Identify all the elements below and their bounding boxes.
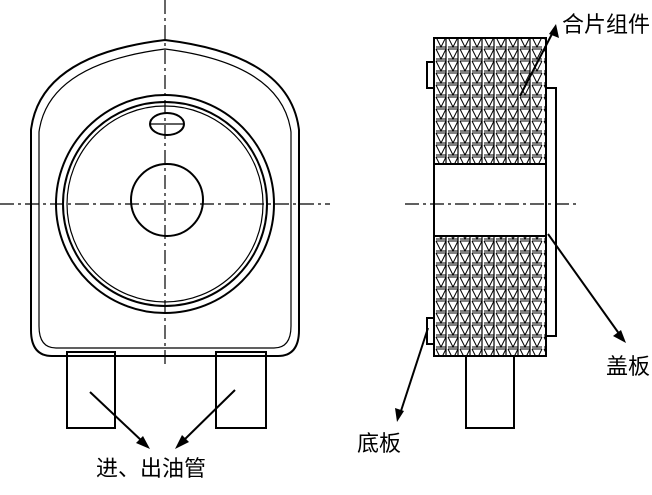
label-plate-assembly: 合片组件 [562, 13, 650, 38]
front-view [0, 0, 330, 449]
label-inlet-outlet-pipes: 进、出油管 [96, 457, 206, 482]
side-view [395, 24, 626, 429]
label-base-plate: 底板 [357, 432, 401, 457]
center-bore [130, 163, 204, 237]
plate-stack-bottom [434, 236, 546, 356]
base-plate-top [426, 61, 435, 89]
right-pipe [215, 351, 267, 429]
cover-plate [545, 87, 557, 337]
front-housing [30, 38, 300, 357]
label-cover-plate: 盖板 [606, 355, 650, 380]
front-housing-inner [38, 48, 292, 349]
side-pipe [465, 355, 515, 429]
side-center-bore [433, 163, 547, 237]
left-pipe [66, 351, 116, 429]
